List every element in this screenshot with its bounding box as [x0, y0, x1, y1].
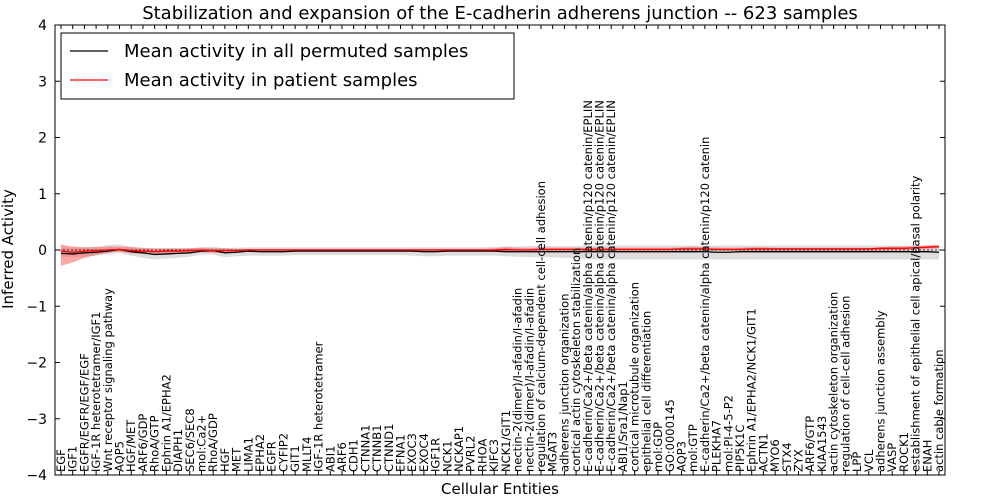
y-tick-label: 1 [38, 187, 47, 203]
x-tick-label: AQP3 [674, 441, 688, 472]
x-tick-label: ARF6/GDP [136, 414, 150, 472]
x-tick-label: ABI1 [323, 446, 337, 472]
y-tick-label: −2 [26, 356, 47, 372]
x-tick-label: E-cadherin/Ca2+/beta catenin/alpha caten… [604, 100, 618, 472]
x-tick-label: adherens junction organization [557, 294, 571, 472]
y-tick-label: −3 [26, 412, 47, 428]
x-tick-label: adherens junction assembly [873, 310, 887, 472]
x-tick-label: ZYX [792, 449, 806, 472]
x-tick-label: Wnt receptor signaling pathway [101, 288, 115, 472]
confidence-bands [61, 244, 939, 266]
x-tick-label: EPHA2 [253, 434, 267, 472]
x-tick-label: KIFC3 [487, 439, 501, 472]
x-tick-label: ABI1/Sra1/Nap1 [616, 381, 630, 472]
x-tick-label: MET [230, 447, 244, 472]
x-tick-label: regulation of calcium-dependent cell-cel… [534, 181, 548, 472]
x-tick-label: Ephrin A1/EPHA2/NCK1/GIT1 [745, 308, 759, 472]
x-tick-label: PIP5K1C [733, 425, 747, 472]
x-tick-label: E-cadherin/Ca2+/beta catenin/alpha caten… [581, 100, 595, 472]
x-tick-label: mol:GDP [651, 422, 665, 472]
x-tick-label: regulation of cell-cell adhesion [838, 296, 852, 472]
x-tick-label: epithelial cell differentiation [639, 311, 653, 472]
x-tick-label: CYFIP2 [276, 433, 290, 472]
y-tick-label: 4 [38, 18, 47, 34]
x-tick-label: NCK1/GIT1 [499, 410, 513, 472]
x-tick-label: ACTN1 [756, 433, 770, 472]
x-tick-label: IGF-1R heterotetramer/IGF1 [89, 312, 103, 472]
x-tick-label: IGF1 [66, 446, 80, 472]
x-tick-label: Ephrin A1/EPHA2 [159, 374, 173, 472]
series-lines [60, 245, 940, 256]
x-tick-label: RhoA/GTP [148, 415, 162, 472]
x-tick-label: DIAPH1 [171, 429, 185, 472]
x-tick-label: MLLT4 [300, 437, 314, 473]
x-tick-label: nectin-2(dimer)/I-afadin/I-afadin [522, 288, 536, 472]
legend-label: Mean activity in all permuted samples [124, 41, 468, 62]
x-tick-label: cortical actin cytoskeleton stabilizatio… [569, 248, 583, 472]
y-tick-label: 0 [38, 243, 47, 259]
x-axis-label: Cellular Entities [441, 480, 559, 498]
x-tick-label: RhoA/GDP [206, 413, 220, 472]
x-tick-label: VASP [885, 443, 899, 472]
x-tick-label: KIAA1543 [815, 416, 829, 472]
y-axis-label: Inferred Activity [0, 189, 17, 309]
x-tick-label: SEC6/SEC8 [183, 408, 197, 472]
chart-title: Stabilization and expansion of the E-cad… [142, 3, 858, 24]
y-axis-ticks: −4 −3 −2 −1 0 1 2 3 4 [26, 18, 945, 484]
legend-box [60, 32, 515, 100]
x-tick-label: NCKAP1 [452, 426, 466, 472]
y-tick-label: 3 [38, 74, 47, 90]
x-tick-label: AQP5 [113, 441, 127, 472]
x-tick-label: GIT1 [288, 445, 302, 472]
x-tick-label: actin cable formation [932, 349, 946, 472]
x-tick-label: CDH1 [347, 439, 361, 472]
x-tick-label: LIMA1 [241, 437, 255, 472]
x-tick-label: MGAT3 [546, 432, 560, 472]
x-tick-label: ARF6/GTP [803, 416, 817, 472]
x-tick-label: mol:Ca2+ [194, 415, 208, 472]
x-tick-label: ENAH [920, 440, 934, 472]
x-tick-label: PVRL2 [464, 435, 478, 472]
x-tick-label: ARF6 [335, 442, 349, 472]
x-tick-label: EGFR [265, 441, 279, 472]
x-tick-label: VCL [862, 449, 876, 472]
x-tick-label: CTNNA1 [358, 425, 372, 472]
legend: Mean activity in all permuted samplesMea… [60, 32, 515, 100]
x-tick-label: cortical microtubule organization [628, 282, 642, 472]
x-tick-label: nectin-2(dimer)/I-afadin/I-afadin [511, 288, 525, 472]
x-tick-label: E-cadherin/Ca2+/beta catenin/alpha caten… [698, 137, 712, 472]
x-tick-label: E-cadherin/Ca2+/beta catenin/alpha caten… [593, 100, 607, 472]
y-tick-label: −4 [26, 468, 47, 484]
x-tick-label: IGF1R [429, 438, 443, 472]
x-tick-label: EXOC3 [405, 433, 419, 472]
y-tick-label: 2 [38, 131, 47, 147]
x-tick-label: GO:0000145 [663, 399, 677, 472]
series-line-patient [60, 245, 940, 253]
x-tick-label: EFNA1 [393, 434, 407, 472]
x-tick-label: RHOA [475, 439, 489, 472]
x-tick-label: STX4 [780, 442, 794, 472]
x-tick-label: EGF [54, 449, 68, 472]
x-tick-label: HGF [218, 448, 232, 472]
x-tick-label: EGFR/EGFR/EGF/EGF [77, 353, 91, 472]
x-tick-label: CTNNB1 [370, 425, 384, 472]
x-tick-label: establishment of epithelial cell apical/… [909, 176, 923, 472]
x-tick-label: mol:PI-4-5-P2 [721, 395, 735, 472]
x-tick-label: EXOC4 [417, 433, 431, 472]
x-tick-label: CTNND1 [382, 424, 396, 472]
x-tick-label: actin cytoskeleton organization [827, 292, 841, 472]
x-tick-label: IGF-1R heterotetramer [312, 341, 326, 472]
x-tick-label: mol:GTP [686, 424, 700, 472]
x-tick-label: MYO6 [768, 439, 782, 472]
x-tick-label: HGF/MET [124, 419, 138, 472]
y-tick-label: −1 [26, 299, 47, 315]
legend-label: Mean activity in patient samples [124, 70, 418, 91]
x-tick-label: LPP [850, 452, 864, 472]
x-tick-label: ROCK1 [897, 432, 911, 472]
x-tick-label: PLEKHA7 [710, 420, 724, 472]
x-tick-label: NCK1 [440, 441, 454, 473]
